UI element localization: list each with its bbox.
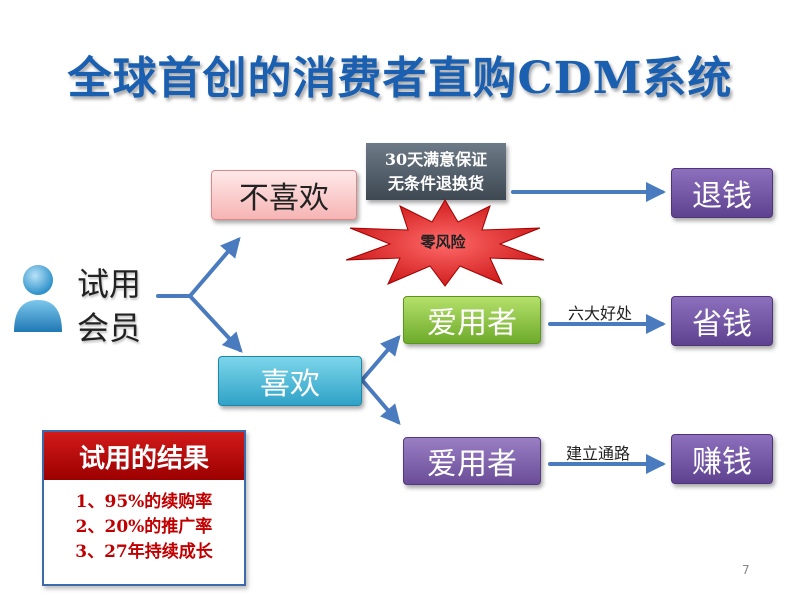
guarantee-line2: 无条件退换货 (387, 173, 484, 193)
build-channel-label: 建立通路 (566, 444, 631, 463)
refund-node: 退钱 (671, 168, 773, 218)
starburst-icon (345, 199, 545, 287)
trial-result-item: 2、20%的推广率 (75, 517, 213, 537)
trial-results-list: 1、95%的续购率 2、20%的推广率 3、27年持续成长 (44, 480, 244, 565)
trial-member-label: 试用 会员 (77, 262, 157, 350)
power-user-node-1: 爱用者 (403, 296, 541, 344)
person-icon (14, 265, 62, 332)
six-benefits-label: 六大好处 (568, 304, 633, 323)
arrow-to-like (188, 294, 243, 353)
save-money-node: 省钱 (671, 296, 773, 346)
trial-member-line1: 试用 (77, 265, 142, 303)
like-node: 喜欢 (218, 356, 362, 406)
arrow-like-up (360, 334, 401, 382)
zero-risk-label: 零风险 (420, 233, 466, 251)
trial-result-item: 3、27年持续成长 (75, 542, 213, 562)
page-title: 全球首创的消费者直购CDM系统 (67, 53, 733, 104)
trial-results-header: 试用的结果 (44, 432, 244, 480)
dislike-node: 不喜欢 (211, 170, 357, 220)
arrow-like-down (360, 378, 401, 426)
arrow-to-dislike (188, 236, 241, 298)
trial-member-line2: 会员 (77, 309, 142, 347)
guarantee-line1: 30天满意保证 (384, 149, 488, 169)
trial-result-item: 1、95%的续购率 (75, 492, 213, 512)
power-user-node-2: 爱用者 (403, 437, 541, 485)
page-number: 7 (742, 563, 750, 577)
guarantee-box: 30天满意保证 无条件退换货 (366, 143, 506, 200)
trial-results-panel: 试用的结果 1、95%的续购率 2、20%的推广率 3、27年持续成长 (42, 430, 246, 586)
earn-money-node: 赚钱 (671, 434, 773, 484)
